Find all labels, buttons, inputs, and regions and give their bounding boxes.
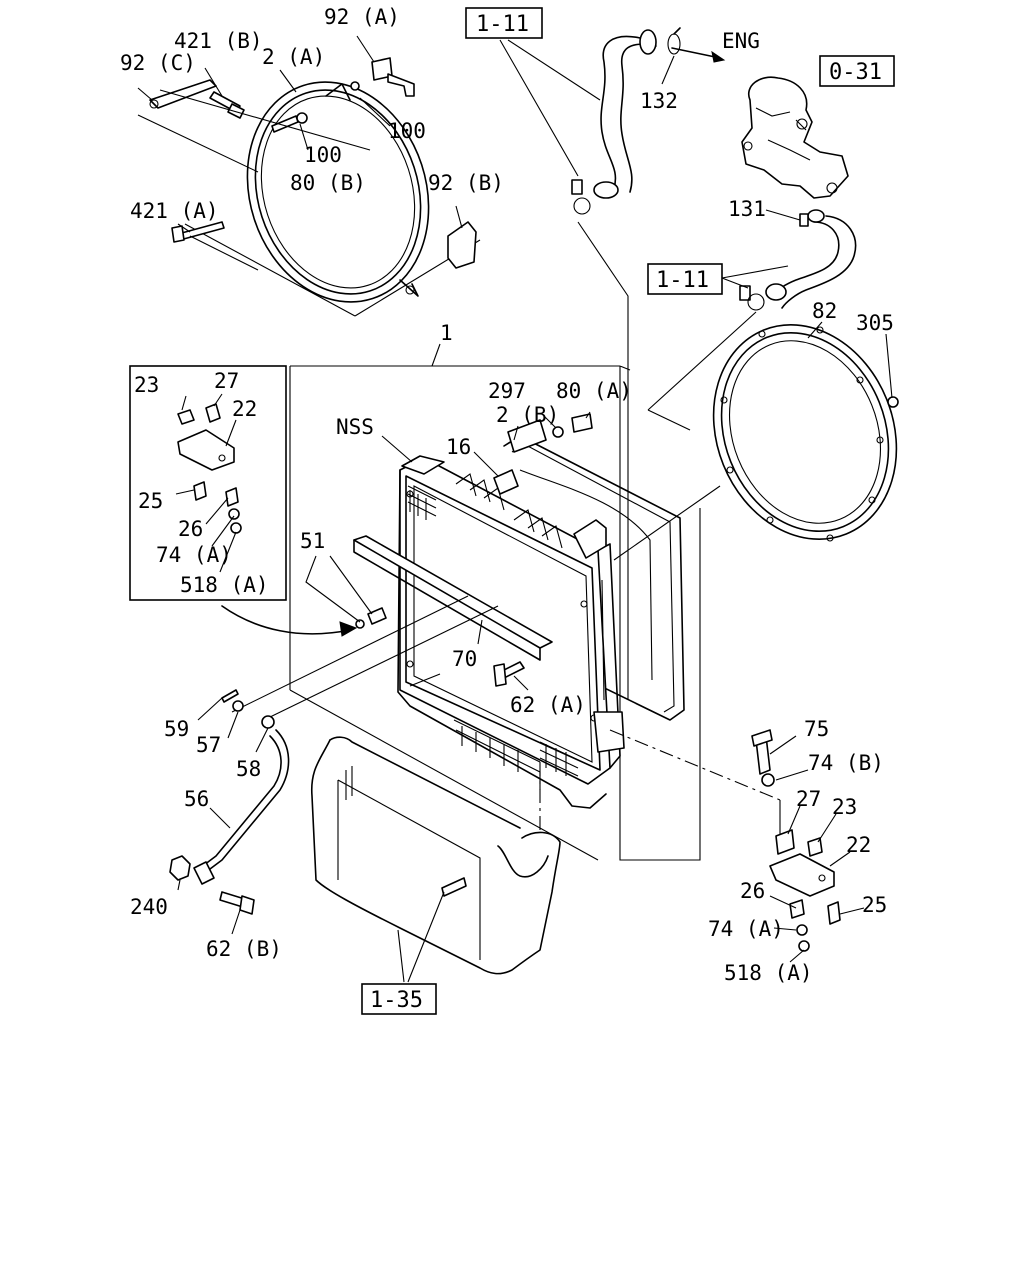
hose-clamp-132	[667, 27, 681, 55]
callout-62a: 62 (A)	[510, 693, 586, 717]
bolt-421a	[171, 221, 225, 243]
callout-82: 82	[812, 299, 837, 323]
assembly-outline	[289, 365, 701, 861]
callout-23-right: 23	[832, 795, 857, 819]
callout-74b: 74 (B)	[808, 751, 884, 775]
bolt-421b	[209, 91, 245, 119]
right-lower-mount	[751, 729, 841, 952]
bracket-92c	[149, 79, 217, 109]
callout-92c: 92 (C)	[120, 51, 196, 75]
bolt-set-51	[355, 607, 387, 629]
callout-100-left: 100	[304, 143, 342, 167]
callout-57: 57	[196, 733, 221, 757]
callout-27-right: 27	[796, 787, 821, 811]
callout-421b: 421 (B)	[174, 29, 263, 53]
callout-26-inset: 26	[178, 517, 203, 541]
callout-421a: 421 (A)	[130, 199, 219, 223]
callout-2b: 2 (B)	[496, 403, 559, 427]
callout-131: 131	[728, 197, 766, 221]
nut-240	[169, 855, 191, 881]
inset-transfer-arrow	[221, 605, 351, 635]
thermostat-housing	[741, 76, 849, 199]
pin-59	[221, 689, 239, 703]
callout-59: 59	[164, 717, 189, 741]
callout-518a-right: 518 (A)	[724, 961, 813, 985]
bracket-92a	[350, 57, 415, 97]
radiator-shroud-ring-82	[712, 324, 898, 542]
engine-arrow-head	[711, 50, 726, 63]
callout-75: 75	[804, 717, 829, 741]
callout-80b: 80 (B)	[290, 171, 366, 195]
leader-center-lines	[159, 89, 781, 840]
callout-240: 240	[130, 895, 168, 919]
callout-25-inset: 25	[138, 489, 163, 513]
intercooler-bolt	[441, 877, 467, 897]
bolt-80b	[271, 112, 308, 133]
support-rod-56	[193, 729, 290, 885]
ref-box-1-35	[361, 983, 437, 1015]
washer-58	[261, 715, 275, 729]
clip-305	[887, 396, 899, 408]
callout-25-right: 25	[862, 893, 887, 917]
ref-box-1-11-mid	[647, 263, 723, 295]
callout-74a-inset: 74 (A)	[156, 543, 232, 567]
inset-mount-parts	[177, 403, 242, 534]
washer-74b-icon	[761, 773, 775, 787]
callout-70: 70	[452, 647, 477, 671]
callout-92a: 92 (A)	[324, 5, 400, 29]
callout-132: 132	[640, 89, 678, 113]
callout-305: 305	[856, 311, 894, 335]
callout-2a: 2 (A)	[262, 45, 325, 69]
callout-74a-right: 74 (A)	[708, 917, 784, 941]
callout-26-right: 26	[740, 879, 765, 903]
callout-16: 16	[446, 435, 471, 459]
intercooler-1-35	[310, 736, 561, 975]
callout-100-right: 100	[388, 119, 426, 143]
ref-label-0-31: 0-31	[829, 60, 882, 85]
hose-clamp-lower	[739, 285, 765, 311]
fan-shroud-ring	[246, 81, 430, 303]
callout-58: 58	[236, 757, 261, 781]
callout-nss: NSS	[336, 415, 374, 439]
bolt-80a	[571, 413, 593, 433]
ref-label-1-11-mid: 1-11	[656, 268, 709, 293]
callout-62b: 62 (B)	[206, 937, 282, 961]
callout-297: 297	[488, 379, 526, 403]
callout-92b: 92 (B)	[428, 171, 504, 195]
ref-label-1-35: 1-35	[370, 988, 423, 1013]
inset-transfer-arrow-head	[339, 621, 358, 637]
callout-518a-inset: 518 (A)	[180, 573, 269, 597]
callout-22-right: 22	[846, 833, 871, 857]
callout-22-inset: 22	[232, 397, 257, 421]
callout-23-inset: 23	[134, 373, 159, 397]
engine-direction-arrow	[671, 47, 721, 59]
washer-297	[552, 426, 564, 438]
ref-box-0-31	[819, 55, 895, 87]
callout-80a: 80 (A)	[556, 379, 632, 403]
lower-radiator-hose	[765, 209, 857, 309]
hose-clamp-upper-lower	[571, 179, 591, 215]
callout-leader-lines	[137, 35, 893, 983]
callout-51: 51	[300, 529, 325, 553]
ref-box-1-11-top	[465, 7, 543, 39]
bracket-92b	[447, 221, 477, 269]
plate-2b	[507, 419, 547, 453]
washer-57	[232, 700, 244, 712]
callout-27-inset: 27	[214, 369, 239, 393]
upper-radiator-hose	[593, 29, 657, 199]
inset-mount-detail-box	[129, 365, 287, 601]
bolt-62a	[493, 661, 525, 687]
ref-label-1-11-top: 1-11	[476, 12, 529, 37]
callout-1: 1	[440, 321, 453, 345]
callout-eng: ENG	[722, 29, 760, 53]
bolt-62b	[219, 891, 255, 915]
hose-clamp-131	[799, 213, 809, 227]
callout-56: 56	[184, 787, 209, 811]
